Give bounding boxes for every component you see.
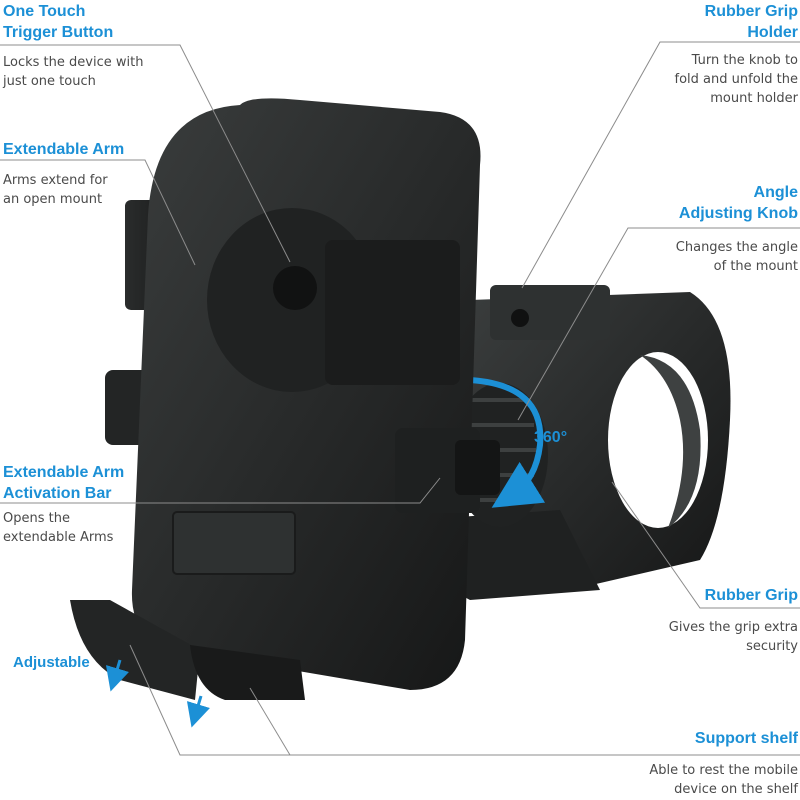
callout-title-shelf: Support shelf (694, 730, 798, 747)
holder-grip-pad (172, 511, 296, 575)
holder-back-plate (131, 98, 481, 691)
clamp-inner-shade (640, 355, 701, 528)
trigger-button (273, 266, 317, 310)
rotation-angle-label: 360° (534, 429, 568, 446)
clamp-top-band (490, 285, 610, 340)
callout-desc-activation: Opens the extendable Arms (3, 511, 114, 545)
leader-grip (611, 481, 800, 609)
callout-desc-trigger: Locks the device with just one touch (3, 55, 144, 89)
leader-trigger (0, 44, 291, 263)
leader-lines (0, 41, 800, 756)
rear-hinge (455, 440, 500, 495)
callout-desc-grip: Gives the grip extra security (668, 620, 798, 654)
right-side-arm (325, 240, 460, 385)
callout-desc-arm: Arms extend for an open mount (3, 173, 108, 207)
callout-desc-holder: Turn the knob to fold and unfold the mou… (674, 53, 798, 106)
callout-desc-knob: Changes the angle of the mount (675, 240, 798, 274)
callout-title-arm: Extendable Arm (3, 141, 125, 158)
down-arrow-icon (105, 659, 129, 692)
leader-holder (521, 41, 800, 289)
phone-holder (105, 98, 500, 691)
rotation-arrow-icon (469, 377, 546, 508)
leader-adjustable (129, 644, 800, 756)
shelf-right-foot (190, 645, 305, 700)
leader-activation (0, 477, 441, 504)
clamp-screw (511, 309, 529, 327)
callout-title-activation: Extendable Arm Activation Bar (3, 464, 125, 502)
leader-shelf (249, 687, 291, 756)
shelf-left-foot (70, 600, 200, 700)
callout-title-adjustable: Adjustable (13, 654, 90, 671)
callout-title-grip: Rubber Grip (704, 587, 798, 604)
down-arrow-icon (186, 695, 210, 728)
callout-title-holder: Rubber Grip Holder (704, 3, 798, 41)
callout-title-knob: Angle Adjusting Knob (678, 184, 798, 222)
callout-title-trigger: One Touch Trigger Button (3, 3, 114, 41)
support-shelf (70, 600, 305, 700)
leader-arm (0, 159, 196, 266)
leader-knob (517, 227, 800, 421)
callout-desc-shelf: Able to rest the mobile device on the sh… (649, 763, 798, 797)
